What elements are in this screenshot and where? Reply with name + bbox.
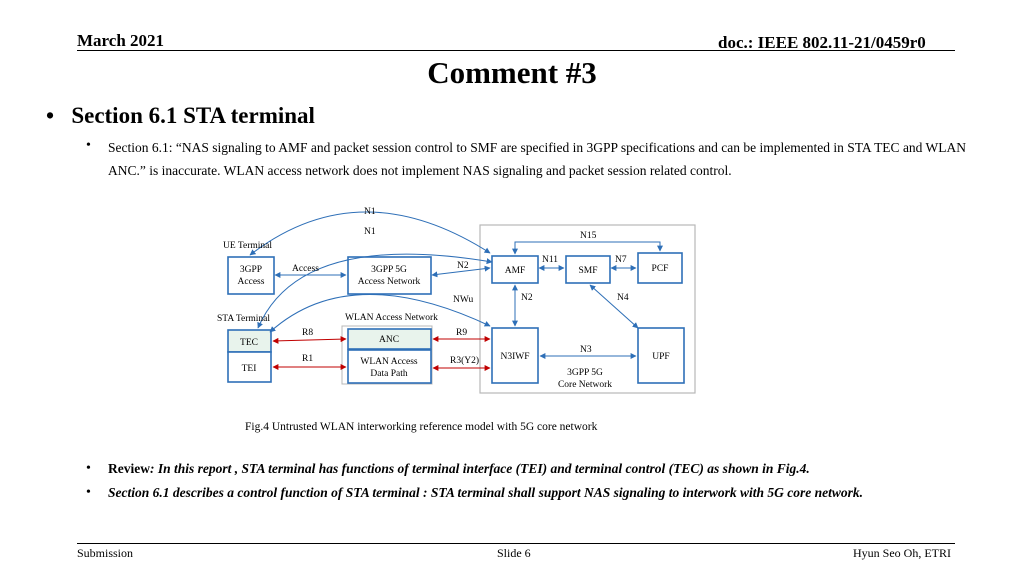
pcf-label: PCF xyxy=(652,264,669,274)
r9-text: R9 xyxy=(456,328,467,338)
core-label-2: Core Network xyxy=(558,380,612,390)
footer-divider xyxy=(77,543,955,544)
smf-box xyxy=(565,255,611,284)
r3-text: R3(Y2) xyxy=(450,355,479,366)
slide-title: Comment #3 xyxy=(427,55,597,90)
access-text: Access xyxy=(292,264,319,274)
figure-caption: Fig.4 Untrusted WLAN interworking refere… xyxy=(245,421,598,433)
n4-link xyxy=(589,284,639,329)
review-text: : In this report , STA terminal has func… xyxy=(149,461,810,476)
nwu-link xyxy=(269,294,491,333)
n2-lower-text: N2 xyxy=(521,293,533,303)
core-label-1: 3GPP 5G xyxy=(567,368,603,378)
tei-label: TEI xyxy=(242,364,257,374)
upf-label: UPF xyxy=(652,352,669,362)
review-bullet-dot: • xyxy=(86,461,91,476)
n1-upper-link xyxy=(249,211,491,256)
n3iwf-box xyxy=(491,327,539,384)
review-label: Review xyxy=(108,461,150,476)
sub-bullet-dot: • xyxy=(86,138,91,153)
n15-link xyxy=(512,241,663,255)
n2-upper-text: N2 xyxy=(457,261,469,271)
anc-label: ANC xyxy=(379,335,399,345)
tec-label: TEC xyxy=(240,338,258,348)
wlan-an-label: WLAN Access Network xyxy=(345,313,438,323)
section-statement: Section 6.1 describes a control function… xyxy=(108,485,864,500)
footer-slide-number: Slide 6 xyxy=(497,546,531,560)
review-line: Review: In this report , STA terminal ha… xyxy=(108,461,810,477)
section-bullet-dot: • xyxy=(86,485,91,500)
network-diagram: UE Terminal STA Terminal 3GPP Access 3GP… xyxy=(217,207,696,394)
bullet-section-text: Section 6.1 STA terminal xyxy=(71,103,315,128)
amf-label: AMF xyxy=(505,266,526,276)
n11-text: N11 xyxy=(542,255,558,265)
n1-upper-text: N1 xyxy=(364,207,376,217)
n15-text: N15 xyxy=(580,231,597,241)
wlan-data-path-box xyxy=(347,349,432,384)
3gpp-access-box xyxy=(227,256,275,295)
wlan-dp-label-1: WLAN Access xyxy=(360,357,418,367)
3gpp-access-label-1: 3GPP xyxy=(240,265,262,275)
header-date: March 2021 xyxy=(77,31,165,50)
n7-text: N7 xyxy=(615,255,627,265)
pcf-box xyxy=(637,252,683,284)
r8-link xyxy=(272,336,347,344)
bullet-dot: • xyxy=(46,103,72,128)
n4-text: N4 xyxy=(617,293,629,303)
footer-author: Hyun Seo Oh, ETRI xyxy=(853,546,951,560)
footer-submission: Submission xyxy=(77,546,134,560)
n1-lower-text: N1 xyxy=(364,227,376,237)
smf-label: SMF xyxy=(578,266,597,276)
3gpp-access-label-2: Access xyxy=(238,277,265,287)
sta-terminal-label: STA Terminal xyxy=(217,314,270,324)
header-divider xyxy=(77,50,955,51)
header-doc-id: doc.: IEEE 802.11-21/0459r0 xyxy=(718,33,926,52)
sub-bullet-text: Section 6.1: “NAS signaling to AMF and p… xyxy=(108,140,967,178)
n3iwf-label: N3IWF xyxy=(500,352,529,362)
wlan-dp-label-2: Data Path xyxy=(370,369,407,379)
nwu-text: NWu xyxy=(453,295,473,305)
n2-link-an-amf xyxy=(431,265,491,278)
r8-text: R8 xyxy=(302,328,313,338)
3gpp-5g-access-network-box xyxy=(347,256,432,295)
3gpp-5g-an-label-1: 3GPP 5G xyxy=(371,265,407,275)
r1-text: R1 xyxy=(302,354,313,364)
upf-box xyxy=(637,327,685,384)
3gpp-5g-an-label-2: Access Network xyxy=(358,277,421,287)
n3-text: N3 xyxy=(580,345,592,355)
tei-box xyxy=(227,351,272,383)
n1-lower-link xyxy=(257,253,493,329)
bullet-section-title: • Section 6.1 STA terminal xyxy=(46,103,315,129)
amf-box xyxy=(491,255,539,284)
ue-terminal-label: UE Terminal xyxy=(223,241,272,251)
